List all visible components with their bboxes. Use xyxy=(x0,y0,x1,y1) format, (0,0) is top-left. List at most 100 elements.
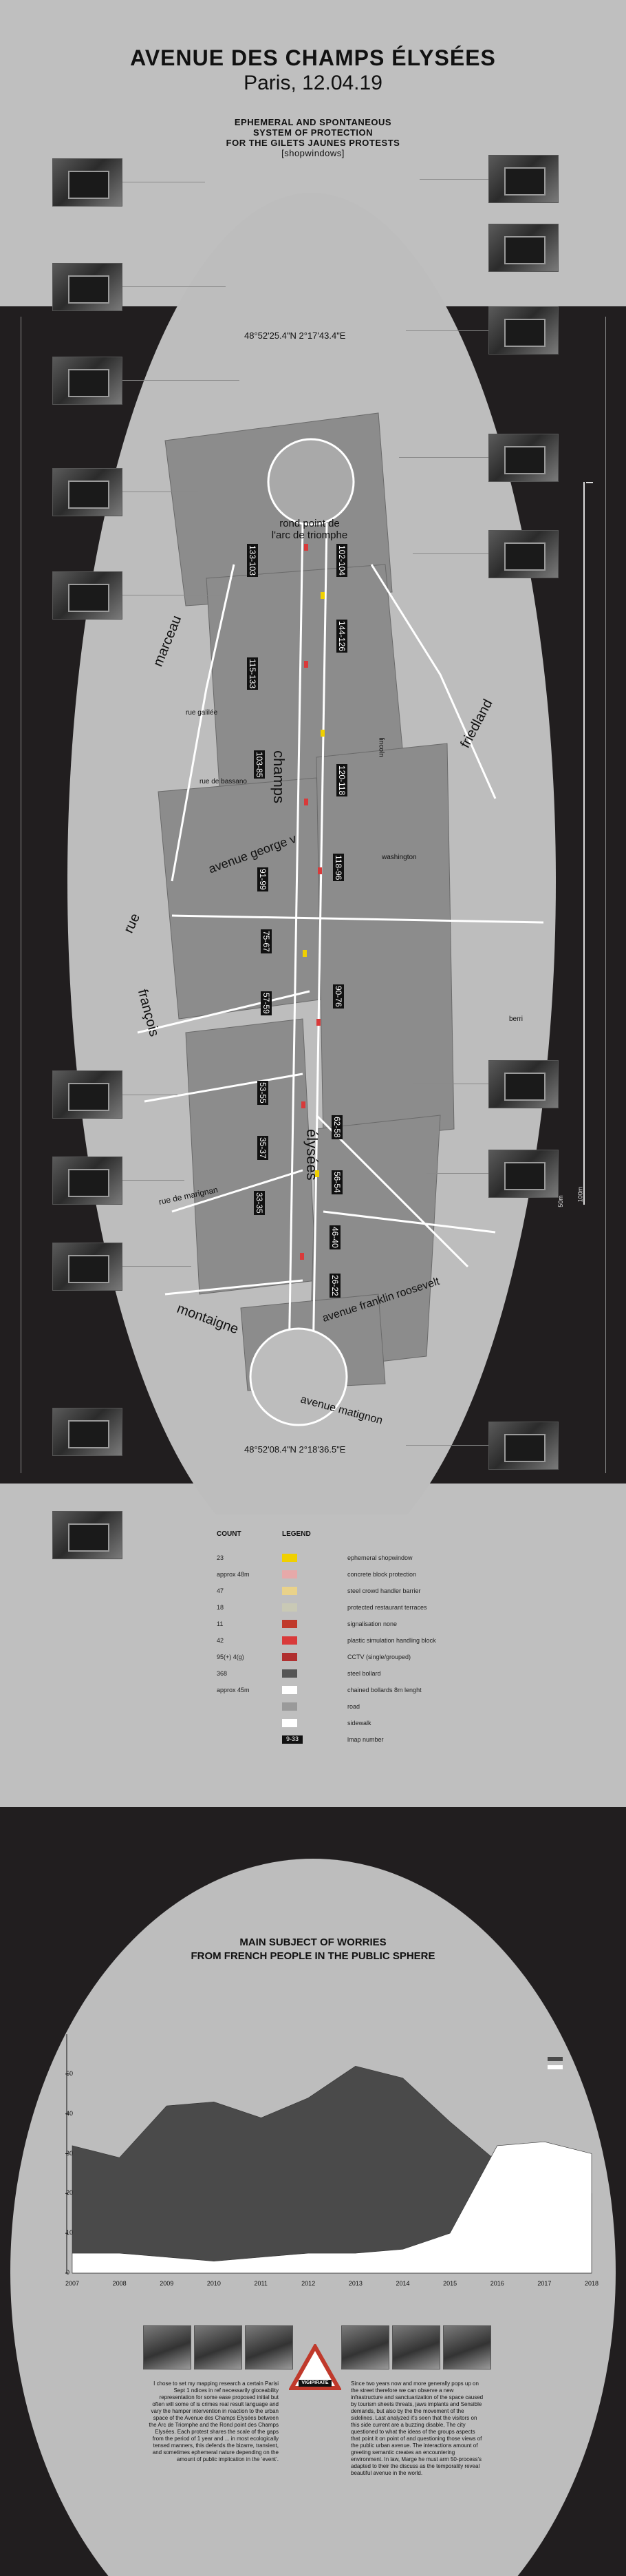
street-bassano: rue de bassano xyxy=(199,778,247,785)
callout-line xyxy=(122,380,239,381)
shopwindow-photo xyxy=(488,1422,559,1470)
x-tick-label: 2018 xyxy=(585,2280,599,2287)
chart-title-line-1: MAIN SUBJECT OF WORRIES xyxy=(239,1936,387,1948)
legend-row: approx 45m chained bollards 8m lenght xyxy=(217,1685,423,1697)
legend-label: road xyxy=(347,1703,360,1710)
x-tick-label: 2017 xyxy=(537,2280,552,2287)
footer-paragraph-right: Since two years now and more generally p… xyxy=(351,2380,484,2476)
legend-header: LEGEND xyxy=(282,1530,311,1538)
shopwindow-photo xyxy=(52,1243,122,1291)
callout-line xyxy=(406,330,488,331)
legend-swatch xyxy=(282,1554,297,1562)
street-berri: berri xyxy=(509,1015,524,1023)
callout-line xyxy=(122,286,226,287)
x-tick-label: 2014 xyxy=(396,2280,410,2287)
legend-label: protected restaurant terraces xyxy=(347,1604,427,1611)
x-tick-label: 2007 xyxy=(65,2280,80,2287)
shopwindow-photo xyxy=(488,1150,559,1198)
roundabout-top-label-1: rond point de xyxy=(279,518,340,529)
footer-photo xyxy=(194,2325,242,2369)
map-graphic xyxy=(137,412,544,1426)
legend-row: 18 protected restaurant terraces xyxy=(217,1602,427,1614)
legend-count: 11 xyxy=(217,1620,224,1627)
chart-title-line-2: FROM FRENCH PEOPLE IN THE PUBLIC SPHERE xyxy=(191,1950,435,1962)
footer-photo xyxy=(341,2325,389,2369)
legend-label: steel crowd handler barrier xyxy=(347,1587,421,1594)
callout-line xyxy=(413,553,488,554)
legend-swatch xyxy=(282,1669,297,1678)
shopwindow-photo xyxy=(488,224,559,272)
warning-sign-icon xyxy=(289,2344,341,2390)
footer-photo xyxy=(443,2325,491,2369)
legend-row: road xyxy=(217,1701,423,1713)
legend-count: 18 xyxy=(217,1604,224,1611)
area-series-2 xyxy=(72,2141,592,2274)
roundabout-top-label: rond point de l'arc de triomphe xyxy=(261,518,358,541)
legend-count: approx 45m xyxy=(217,1687,250,1693)
y-tick-label: 50 xyxy=(66,2069,74,2077)
x-tick-label: 2010 xyxy=(206,2280,221,2287)
callout-line xyxy=(122,1180,184,1181)
legend-count: 368 xyxy=(217,1670,228,1677)
y-tick-label: 30 xyxy=(66,2149,74,2157)
legend-count: 47 xyxy=(217,1587,224,1594)
header-line-2: SYSTEM OF PROTECTION xyxy=(253,127,373,138)
x-tick-label: 2011 xyxy=(254,2280,268,2287)
shopwindow-photo xyxy=(52,571,122,620)
shopwindow-photo xyxy=(52,1408,122,1456)
legend-swatch xyxy=(282,1620,297,1628)
callout-line xyxy=(122,1266,191,1267)
legend-label: chained bollards 8m lenght xyxy=(347,1687,422,1693)
scale-tick xyxy=(586,482,593,483)
legend-swatch xyxy=(282,1603,297,1612)
legend-count: 95(+) 4(g) xyxy=(217,1654,244,1660)
shopwindow-photo xyxy=(52,1070,122,1119)
legend-label: sidewalk xyxy=(347,1720,371,1727)
scale-bar xyxy=(583,482,585,1205)
roundabout-bottom xyxy=(249,1327,348,1426)
shopwindow-photo xyxy=(488,306,559,355)
street-washington: washington xyxy=(382,854,417,861)
footer-photo xyxy=(392,2325,440,2369)
footer-photo xyxy=(143,2325,191,2369)
header-line-3: FOR THE GILETS JAUNES PROTESTS xyxy=(226,138,400,148)
coord-top: 48°52'25.4"N 2°17'43.4"E xyxy=(244,330,346,341)
x-tick-label: 2013 xyxy=(348,2280,363,2287)
callout-line xyxy=(420,179,488,180)
shopwindow-photo xyxy=(52,1511,122,1559)
shopwindow-photo xyxy=(488,155,559,203)
warning-sign-label: VIGIPIRATE xyxy=(301,2380,329,2385)
shopwindow-photo xyxy=(52,158,122,207)
legend-row: 368 steel bollard xyxy=(217,1668,423,1680)
legend-count-header: COUNT xyxy=(217,1530,241,1538)
street-galilee: rue galilée xyxy=(186,709,218,717)
legend-swatch xyxy=(282,1636,297,1645)
y-tick-label: 40 xyxy=(66,2109,74,2117)
y-tick-label: 0 xyxy=(66,2269,70,2276)
x-tick-label: 2008 xyxy=(112,2280,127,2287)
chart-legend-swatch xyxy=(548,2065,563,2069)
legend-count: approx 48m xyxy=(217,1571,250,1578)
y-tick-label: 10 xyxy=(66,2229,74,2237)
legend-count: 23 xyxy=(217,1554,224,1561)
shopwindow-photo xyxy=(52,263,122,311)
legend-label: steel bollard xyxy=(347,1670,381,1677)
legend-label: lmap number xyxy=(347,1736,384,1743)
coord-bottom: 48°52'08.4"N 2°18'36.5"E xyxy=(244,1444,346,1455)
page-subtitle: Paris, 12.04.19 xyxy=(244,72,382,94)
legend-swatch xyxy=(282,1686,297,1694)
roundabout-top xyxy=(267,438,355,526)
legend-label: CCTV (single/grouped) xyxy=(347,1654,411,1660)
callout-line xyxy=(399,457,488,458)
x-tick-label: 2009 xyxy=(160,2280,174,2287)
header-line-4: [shopwindows] xyxy=(281,148,345,158)
legend-swatch xyxy=(282,1653,297,1661)
legend-row: 47 steel crowd handler barrier xyxy=(217,1585,423,1598)
avenue-markers xyxy=(300,544,325,1260)
frame-line-right xyxy=(605,317,606,1473)
